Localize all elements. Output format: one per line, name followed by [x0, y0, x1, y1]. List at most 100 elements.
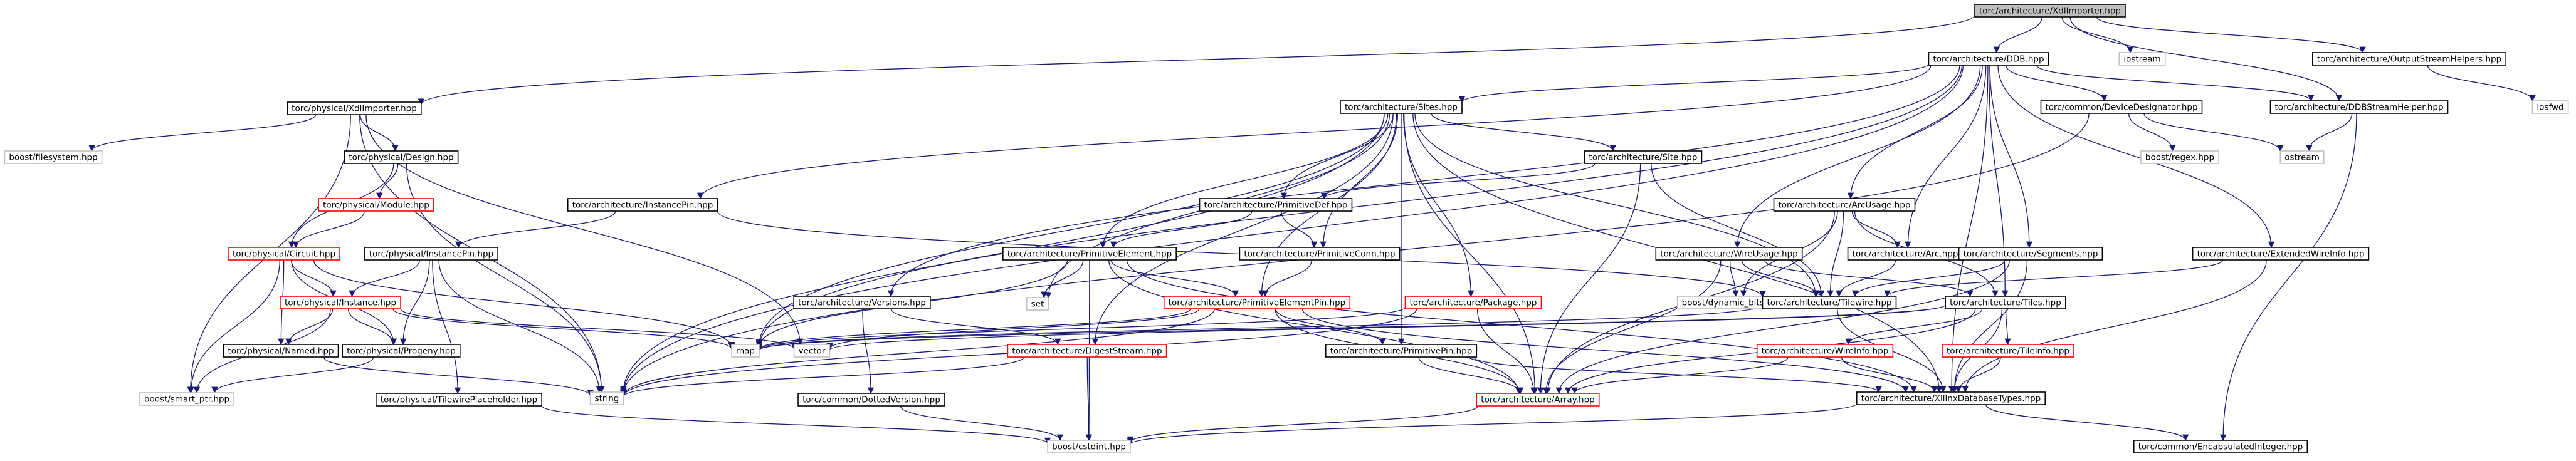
node-instance[interactable]: torc/physical/Instance.hpp: [280, 296, 401, 309]
edge-module-circuit: [292, 210, 365, 249]
node-pelem[interactable]: torc/architecture/PrimitiveElement.hpp: [1002, 247, 1177, 261]
node-arcusage[interactable]: torc/architecture/ArcUsage.hpp: [1773, 198, 1916, 212]
node-ainstpin[interactable]: torc/architecture/InstancePin.hpp: [567, 198, 718, 212]
edge-tph-cstdint: [541, 405, 1051, 445]
node-box: [1239, 247, 1401, 261]
edge-ddb-ewi: [1997, 65, 2275, 249]
node-sites[interactable]: torc/architecture/Sites.hpp: [1340, 100, 1463, 114]
edge-versions-dotted: [862, 308, 875, 395]
node-pconn[interactable]: torc/architecture/PrimitiveConn.hpp: [1239, 247, 1401, 261]
node-iosfwd[interactable]: iosfwd: [2531, 100, 2569, 114]
node-osh[interactable]: torc/architecture/OutputStreamHelpers.hp…: [2311, 52, 2507, 66]
node-label: torc/architecture/XilinxDatabaseTypes.hp…: [1861, 394, 2041, 404]
node-versions[interactable]: torc/architecture/Versions.hpp: [793, 296, 931, 309]
node-module[interactable]: torc/physical/Module.hpp: [318, 198, 434, 212]
edge-pelem-pelempin: [1110, 259, 1239, 298]
edge-ppin-xdbt: [1473, 356, 1882, 393]
node-box: [1773, 198, 1916, 212]
node-box: [1476, 393, 1600, 407]
edge-pelempin-xdbt: [1301, 308, 1909, 393]
edge-root-iostream: [2061, 16, 2134, 54]
node-tileinfo[interactable]: torc/architecture/TileInfo.hpp: [1942, 344, 2074, 358]
node-iostream[interactable]: iostream: [2118, 52, 2166, 66]
node-ostream[interactable]: ostream: [2279, 150, 2325, 164]
node-map[interactable]: map: [731, 344, 760, 358]
node-label: torc/physical/Progeny.hpp: [347, 346, 456, 356]
node-digest[interactable]: torc/architecture/DigestStream.hpp: [1007, 344, 1167, 358]
node-string[interactable]: string: [589, 391, 624, 405]
edge-wireusage-dynbitset: [1729, 259, 1739, 298]
node-vector[interactable]: vector: [793, 344, 831, 358]
node-bfs[interactable]: boost/filesystem.hpp: [4, 150, 103, 164]
node-pxdl[interactable]: torc/physical/XdlImporter.hpp: [287, 101, 422, 115]
node-xdbt[interactable]: torc/architecture/XilinxDatabaseTypes.hp…: [1856, 391, 2046, 405]
node-wireinfo[interactable]: torc/architecture/WireInfo.hpp: [1756, 344, 1894, 358]
node-smartptr[interactable]: boost/smart_ptr.hpp: [139, 392, 234, 406]
node-tilewire[interactable]: torc/architecture/Tilewire.hpp: [1762, 296, 1897, 309]
node-box: [793, 344, 831, 358]
node-devdes[interactable]: torc/common/DeviceDesignator.hpp: [2040, 100, 2203, 114]
edge-ppin-array: [1418, 356, 1524, 395]
edge-sites-digest: [1091, 113, 1394, 346]
node-label: iostream: [2123, 54, 2160, 65]
node-named[interactable]: torc/physical/Named.hpp: [223, 344, 339, 358]
edge-design-string: [406, 163, 605, 393]
edge-tiles-wireinfo: [1845, 308, 1983, 346]
edge-digest-string: [620, 356, 1024, 398]
node-regex[interactable]: boost/regex.hpp: [2140, 150, 2219, 164]
node-pelempin[interactable]: torc/architecture/PrimitiveElementPin.hp…: [1163, 296, 1351, 309]
node-wireusage[interactable]: torc/architecture/WireUsage.hpp: [1655, 247, 1803, 261]
node-progeny[interactable]: torc/physical/Progeny.hpp: [342, 344, 461, 358]
node-box: [1404, 296, 1542, 309]
edge-dotted-cstdint: [900, 405, 1063, 442]
edge-digest-cstdint: [1085, 356, 1092, 442]
edge-xdbt-cstdint: [1127, 403, 1858, 445]
node-label: torc/architecture/PrimitiveConn.hpp: [1244, 249, 1395, 259]
edge-ddbsh-encint: [2219, 113, 2357, 442]
node-label: torc/architecture/PrimitivePin.hpp: [1330, 346, 1473, 356]
node-label: torc/physical/XdlImporter.hpp: [292, 104, 417, 114]
node-arc[interactable]: torc/architecture/Arc.hpp: [1847, 247, 1964, 261]
node-ewi[interactable]: torc/architecture/ExtendedWireInfo.hpp: [2192, 247, 2370, 261]
node-label: torc/architecture/WireUsage.hpp: [1660, 249, 1797, 259]
edge-ipin-tph: [432, 259, 461, 395]
edge-ddb-ddbsh: [2036, 65, 2315, 102]
node-cstdint[interactable]: boost/cstdint.hpp: [1047, 440, 1131, 453]
edge-devdes-regex: [2128, 113, 2176, 152]
node-tiles[interactable]: torc/architecture/Tiles.hpp: [1945, 296, 2066, 309]
node-pdef[interactable]: torc/architecture/PrimitiveDef.hpp: [1199, 198, 1353, 212]
node-tph[interactable]: torc/physical/TilewirePlaceholder.hpp: [376, 393, 542, 407]
node-ddbsh[interactable]: torc/architecture/DDBStreamHelper.hpp: [2269, 100, 2449, 114]
node-root[interactable]: torc/architecture/XdlImporter.hpp: [1974, 4, 2126, 18]
edge-ddb-xdbt: [1948, 65, 1989, 393]
edge-ainstpin-ipin: [455, 210, 616, 249]
node-label: torc/architecture/PrimitiveElement.hpp: [1007, 249, 1172, 259]
node-ddb[interactable]: torc/architecture/DDB.hpp: [1928, 52, 2049, 66]
node-dotted[interactable]: torc/common/DottedVersion.hpp: [797, 393, 945, 407]
edge-pelem-set: [1041, 259, 1084, 299]
node-label: boost/smart_ptr.hpp: [144, 395, 229, 405]
node-ipin[interactable]: torc/physical/InstancePin.hpp: [364, 247, 498, 261]
node-design[interactable]: torc/physical/Design.hpp: [344, 150, 459, 164]
node-label: torc/architecture/Site.hpp: [1589, 153, 1698, 163]
node-box: [1856, 391, 2046, 405]
edge-versions-digest: [890, 308, 1061, 346]
node-box: [1928, 52, 2049, 66]
node-label: torc/physical/Named.hpp: [228, 346, 334, 356]
edge-pconn-pelempin: [1261, 259, 1312, 298]
node-segments[interactable]: torc/architecture/Segments.hpp: [1958, 247, 2103, 261]
node-circuit[interactable]: torc/physical/Circuit.hpp: [228, 247, 340, 261]
node-box: [364, 247, 498, 261]
node-label: torc/physical/InstancePin.hpp: [369, 249, 493, 259]
node-box: [2133, 440, 2308, 453]
node-package[interactable]: torc/architecture/Package.hpp: [1404, 296, 1542, 309]
node-array[interactable]: torc/architecture/Array.hpp: [1476, 393, 1600, 407]
node-encint[interactable]: torc/common/EncapsulatedInteger.hpp: [2133, 440, 2308, 453]
node-box: [1007, 344, 1167, 358]
node-ppin[interactable]: torc/architecture/PrimitivePin.hpp: [1325, 344, 1478, 358]
node-box: [318, 198, 434, 212]
edge-site-array: [1537, 163, 1641, 395]
edge-sites-package: [1403, 113, 1475, 298]
node-set[interactable]: set: [1026, 297, 1049, 311]
node-site[interactable]: torc/architecture/Site.hpp: [1584, 150, 1703, 164]
